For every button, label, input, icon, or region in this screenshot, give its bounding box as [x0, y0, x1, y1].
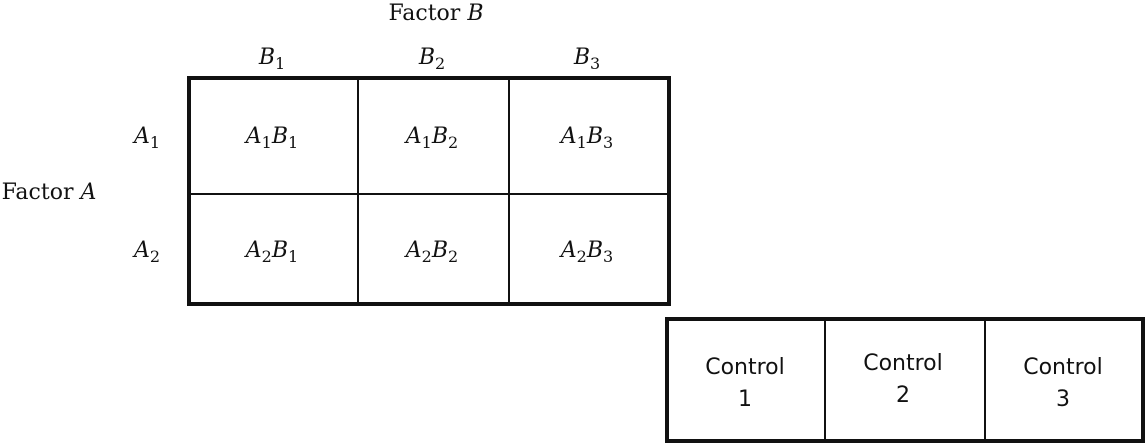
control-2: Control 2 [863, 348, 943, 412]
cell-a1b2: A1B2 [405, 124, 459, 152]
factor-b-word: Factor [388, 1, 461, 26]
column-header-b1: B1 [258, 45, 286, 73]
control-2-word: Control [863, 351, 943, 376]
control-divider [824, 321, 826, 439]
factorial-grid [187, 76, 671, 306]
control-3-word: Control [1023, 355, 1103, 380]
cell-a2b2: A2B2 [405, 238, 459, 266]
factor-b-label: Factor B [389, 3, 484, 25]
factor-b-symbol: B [467, 1, 484, 26]
row-header-a1: A1 [133, 124, 161, 152]
control-2-number: 2 [896, 383, 910, 408]
control-divider [984, 321, 986, 439]
control-3: Control 3 [1023, 352, 1103, 416]
column-header-b2: B2 [418, 45, 446, 73]
column-header-b3: B3 [573, 45, 601, 73]
grid-divider [357, 80, 359, 302]
control-1: Control 1 [705, 352, 785, 416]
factor-a-symbol: A [80, 180, 97, 205]
control-1-number: 1 [738, 387, 752, 412]
cell-a1b3: A1B3 [560, 124, 614, 152]
cell-a1b1: A1B1 [245, 124, 299, 152]
control-groups-box [665, 317, 1145, 443]
grid-divider [508, 80, 510, 302]
control-3-number: 3 [1056, 387, 1070, 412]
row-header-a2: A2 [133, 238, 161, 266]
factor-a-word: Factor [1, 180, 74, 205]
cell-a2b1: A2B1 [245, 238, 299, 266]
cell-a2b3: A2B3 [560, 238, 614, 266]
control-1-word: Control [705, 355, 785, 380]
grid-divider [191, 193, 667, 195]
factor-a-label: Factor A [2, 182, 97, 204]
